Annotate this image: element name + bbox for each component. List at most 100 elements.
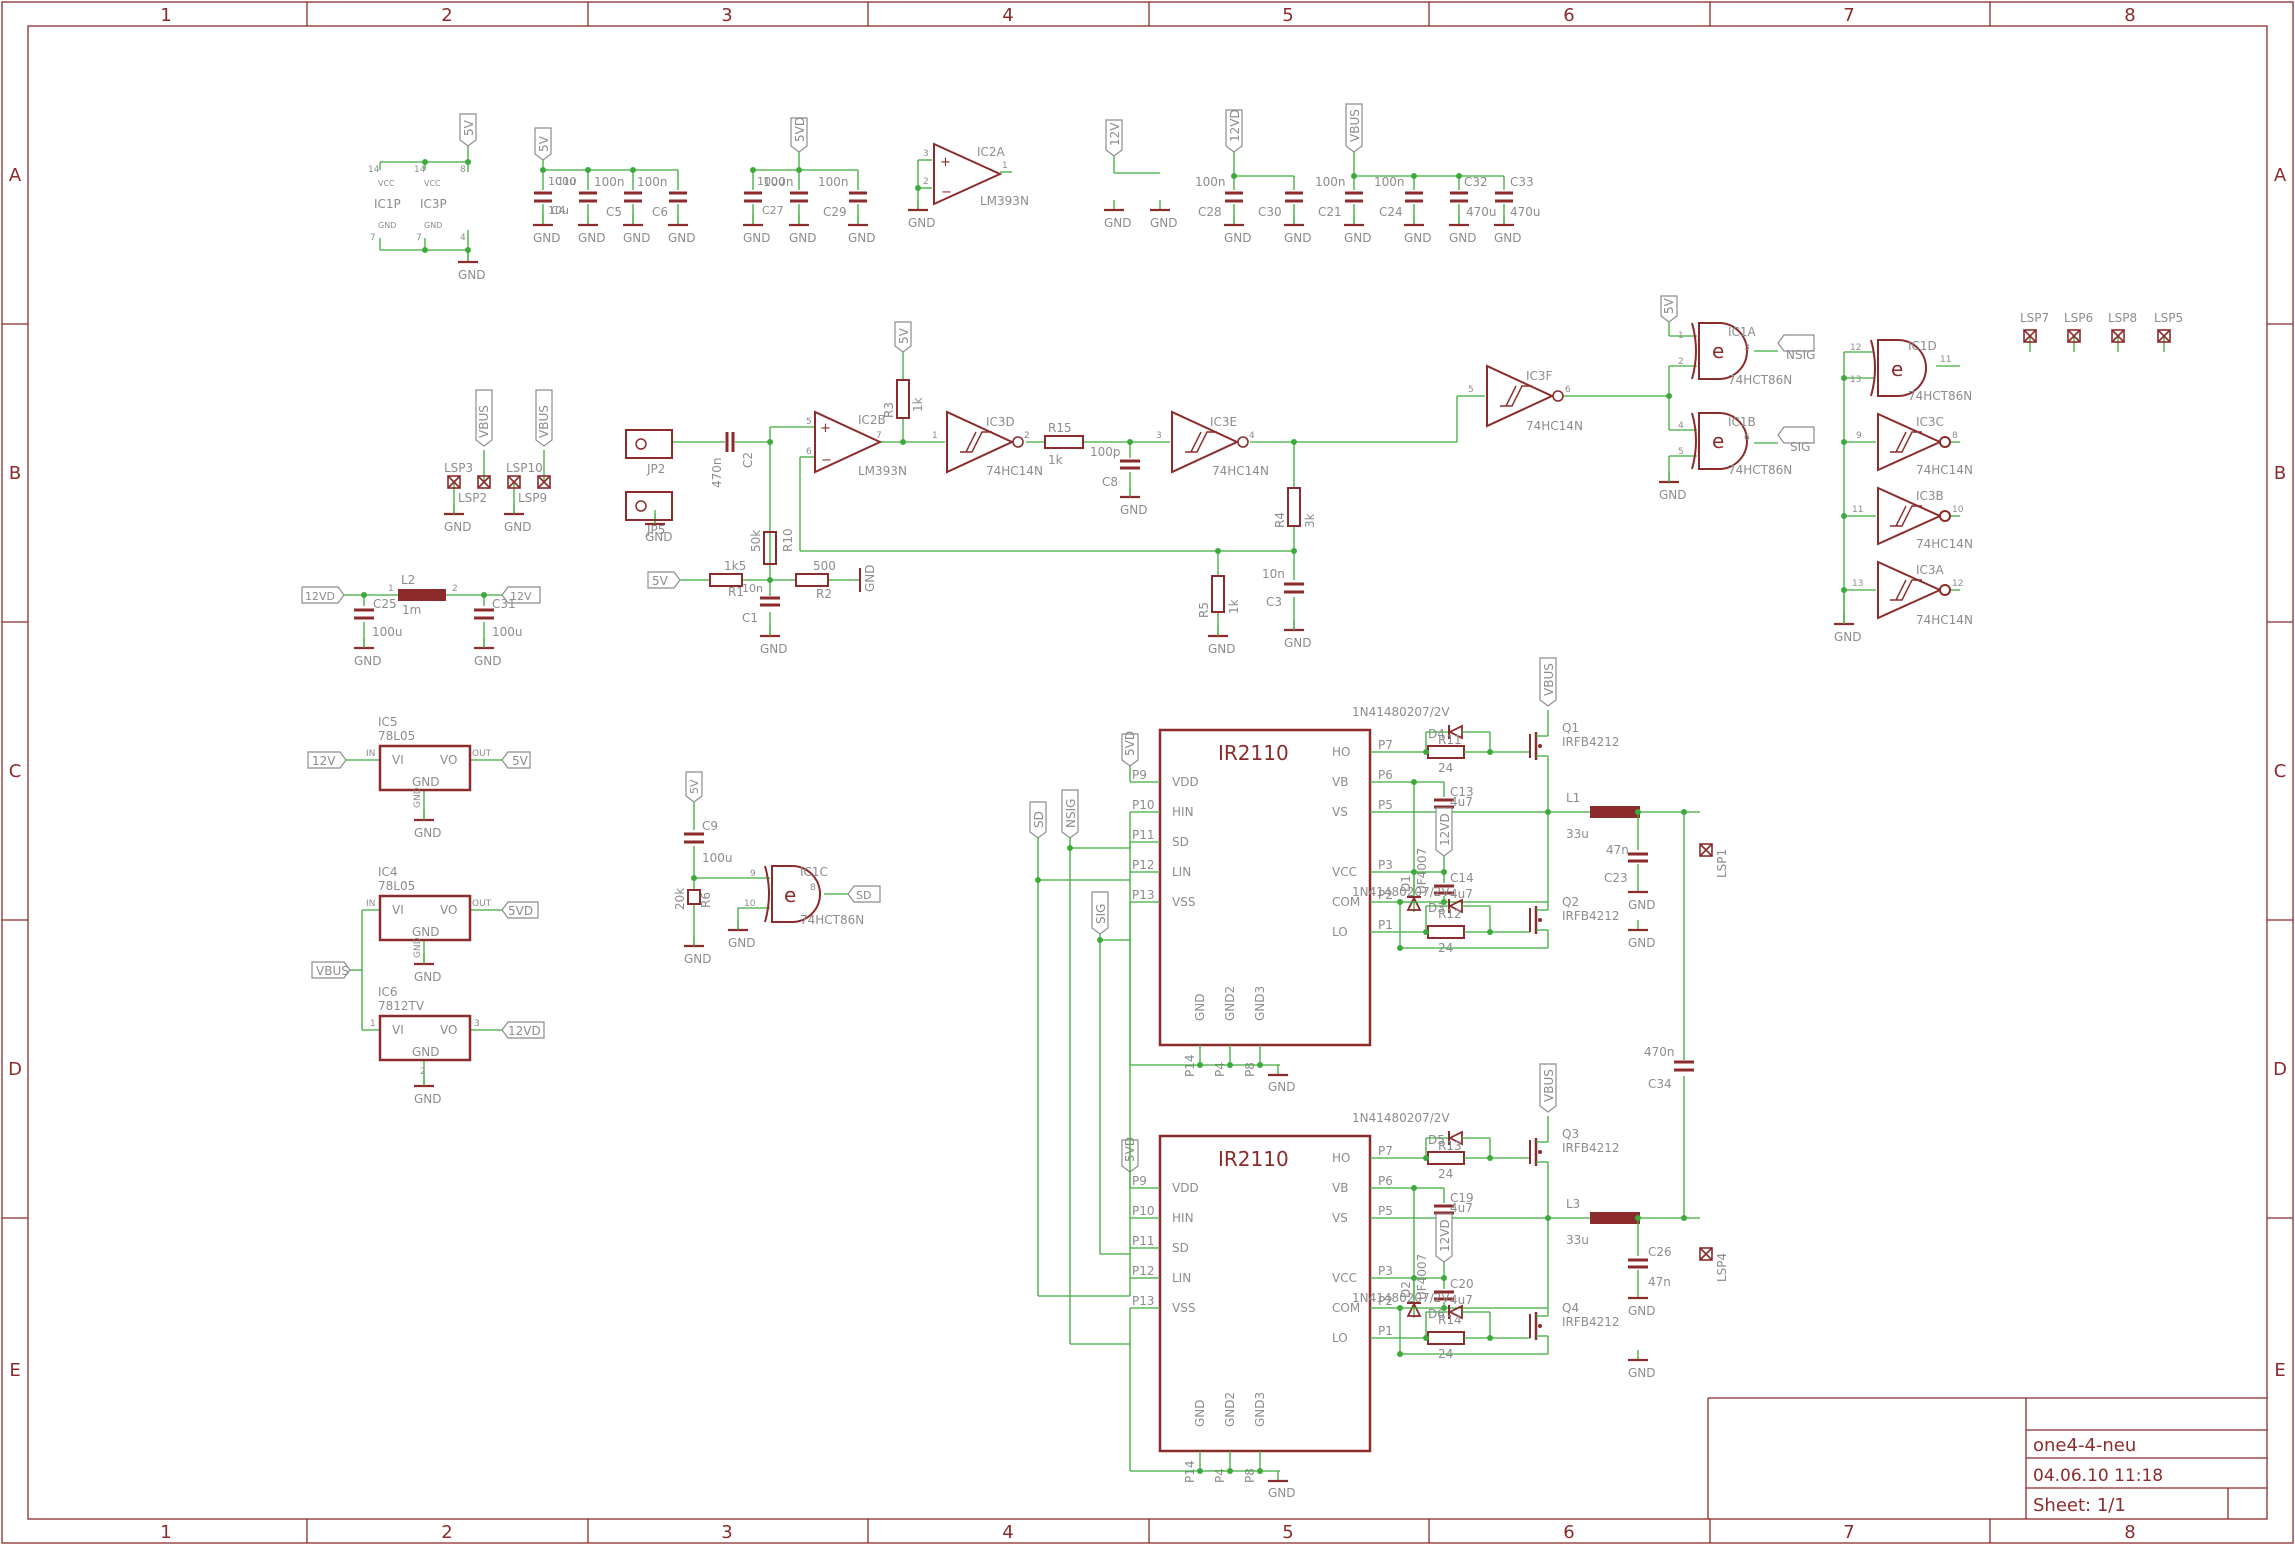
rail-vbus: VBUS [477, 405, 491, 438]
svg-text:OUT: OUT [472, 749, 492, 759]
label: GND [504, 520, 532, 534]
part-type: 74HC14N [1212, 464, 1269, 478]
label: GND [1404, 231, 1432, 245]
label: 1N41480207/2V [1352, 1291, 1450, 1305]
part-type: 74HCT86N [1908, 389, 1972, 403]
svg-text:8: 8 [1952, 431, 1958, 441]
label: P12 [1132, 1264, 1155, 1278]
part-label: L2 [401, 573, 415, 587]
rail-12v: 12V [1108, 122, 1122, 146]
svg-text:C21: C21 [1318, 205, 1342, 219]
ground-symbol: GND [1449, 215, 1477, 245]
ground-symbol: GND [1628, 1350, 1656, 1380]
frame-labels: 1 2 3 4 5 6 7 8 1 2 3 4 5 6 7 8 A B C D … [8, 5, 2287, 1543]
col-label: 8 [2124, 5, 2135, 26]
label: NSIG [1064, 799, 1078, 828]
label: C20 [1450, 1277, 1474, 1291]
svg-text:3: 3 [923, 149, 929, 159]
label: VSS [1172, 895, 1195, 909]
label: SIG [1094, 904, 1108, 924]
terminal-pad [1699, 843, 1713, 857]
svg-text:100n: 100n [1195, 175, 1226, 189]
svg-text:10n: 10n [1262, 567, 1285, 581]
label: GND [533, 231, 561, 245]
half-bridge-drivers: IR2110VDDHINSDLINVSSP9P10P11P12P13HOVBVS… [1029, 657, 1700, 1500]
label: GND [444, 520, 472, 534]
svg-text:VO: VO [440, 1023, 457, 1037]
label: GND [414, 970, 442, 984]
label: 33u [1566, 827, 1589, 841]
label: D6 [1428, 1307, 1445, 1321]
drawing-date: 04.06.10 11:18 [2033, 1466, 2163, 1486]
label: 24 [1438, 1167, 1453, 1181]
label: 33u [1566, 1233, 1589, 1247]
label: 24 [1438, 1347, 1453, 1361]
rail-5v: 5V [688, 779, 701, 794]
svg-text:20k: 20k [673, 888, 687, 910]
svg-text:+: + [820, 421, 831, 436]
supply-decoupling: IC1P IC3P 14 14 7 7 8 4 VCC VCC GND GND [368, 103, 1541, 262]
part-type: LM393N [980, 194, 1029, 208]
svg-text:R6: R6 [699, 892, 713, 908]
part-type: 7812TV [378, 999, 425, 1013]
svg-text:IN: IN [366, 749, 375, 759]
terminal-pad [2157, 329, 2171, 343]
connector-jp2: JP2 [646, 462, 665, 476]
label: P2 [1378, 1294, 1393, 1308]
svg-text:3: 3 [1744, 343, 1750, 353]
ground-symbol: GND [1628, 920, 1656, 950]
label: 4u7 [1450, 1201, 1473, 1215]
label: GND2 [1223, 986, 1237, 1021]
svg-text:5: 5 [806, 417, 812, 427]
svg-text:11: 11 [1852, 505, 1863, 515]
terminal-label: LSP5 [2154, 311, 2183, 325]
svg-text:R5: R5 [1197, 602, 1211, 618]
ground-symbol: GND [848, 215, 876, 245]
terminal-pad [447, 475, 461, 489]
ground-symbol: GND [1104, 200, 1132, 230]
ground-symbol: GND [1208, 626, 1236, 656]
col-label: 5 [1282, 5, 1293, 26]
svg-text:2: 2 [1678, 357, 1684, 367]
ground-symbol: GND [444, 504, 472, 534]
label: 47n [1648, 1275, 1671, 1289]
rail-vbus: VBUS [537, 405, 551, 438]
part-type: 74HCT86N [800, 913, 864, 927]
label: P1 [1378, 918, 1393, 932]
svg-text:VCC: VCC [424, 179, 441, 188]
svg-text:C32: C32 [1464, 175, 1488, 189]
svg-text:C8: C8 [1102, 475, 1118, 489]
label: C26 [1648, 1245, 1672, 1259]
label: GND [1628, 898, 1656, 912]
label: C34 [1648, 1077, 1672, 1091]
row-label: B [9, 463, 21, 484]
ground-symbol: GND [1344, 215, 1372, 245]
label: GND [474, 654, 502, 668]
svg-text:GND: GND [413, 787, 423, 808]
svg-text:2: 2 [923, 177, 929, 187]
label: P4 [1213, 1062, 1227, 1077]
part-label: IC1B [1728, 415, 1756, 429]
label: C19 [1450, 1191, 1474, 1205]
ground-symbol: GND [504, 504, 532, 534]
svg-text:7: 7 [416, 233, 422, 243]
svg-text:1: 1 [370, 1019, 376, 1029]
label: R12 [1438, 907, 1462, 921]
terminal-pad [477, 475, 491, 489]
svg-text:1: 1 [1002, 161, 1008, 171]
label: GND [684, 952, 712, 966]
row-label: E [2274, 1360, 2285, 1381]
svg-text:100u: 100u [492, 625, 523, 639]
row-label: C [2274, 761, 2287, 782]
svg-text:5: 5 [1468, 385, 1474, 395]
svg-text:13: 13 [1852, 579, 1863, 589]
label: SD [1032, 811, 1046, 828]
rail-5v: 5V [652, 574, 669, 588]
svg-text:100u: 100u [548, 175, 576, 188]
label: P11 [1132, 1234, 1155, 1248]
svg-text:GND: GND [412, 775, 440, 789]
part-label: IC2A [977, 145, 1006, 159]
svg-text:1: 1 [1678, 331, 1684, 341]
label: 1N41480207/2V [1352, 705, 1450, 719]
row-label: B [2274, 463, 2286, 484]
